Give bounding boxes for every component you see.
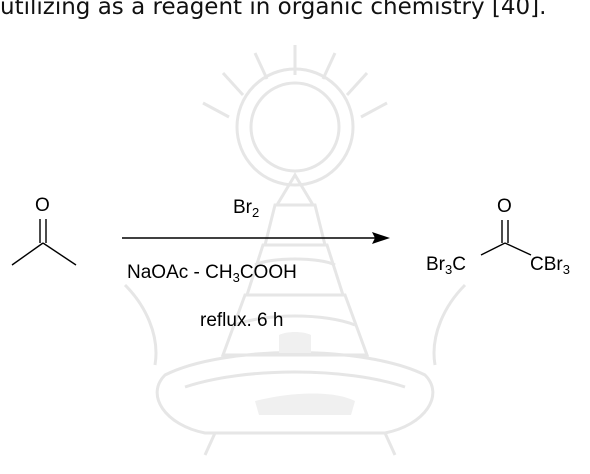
acetone-left-bond (11, 242, 44, 266)
reagent-solvent-part2: COOH (239, 262, 297, 283)
product-oxygen-label: O (497, 196, 512, 217)
product-right-group: CBr3 (530, 254, 570, 276)
product-left-subscript: 3 (445, 262, 453, 277)
product-right-cbr: CBr (530, 254, 563, 275)
acetone-right-bond (42, 242, 77, 266)
product-right-bond (504, 242, 532, 256)
reaction-condition: reflux. 6 h (200, 310, 284, 331)
reaction-arrow (122, 232, 390, 244)
product-left-bond (480, 242, 506, 256)
product-left-group: Br3C (426, 254, 466, 276)
reagent-solvent-part1: NaOAc - CH (127, 262, 233, 283)
reagent-solvent-subscript: 3 (232, 270, 240, 285)
product-right-subscript: 3 (562, 262, 570, 277)
reagent-bromine-subscript: 2 (252, 205, 260, 220)
product-left-br: Br (426, 254, 445, 275)
acetone-structure (11, 219, 77, 266)
body-text-line: utilizing as a reagent in organic chemis… (0, 0, 547, 20)
reagent-solvent: NaOAc - CH3COOH (127, 262, 297, 284)
product-left-carbon: C (452, 254, 466, 275)
product-structure (480, 220, 532, 256)
reagent-bromine: Br2 (233, 197, 259, 219)
watermark-halo (202, 45, 388, 187)
seal-watermark (123, 45, 467, 456)
reactant-oxygen-label: O (35, 195, 50, 216)
reagent-bromine-symbol: Br (233, 197, 252, 218)
